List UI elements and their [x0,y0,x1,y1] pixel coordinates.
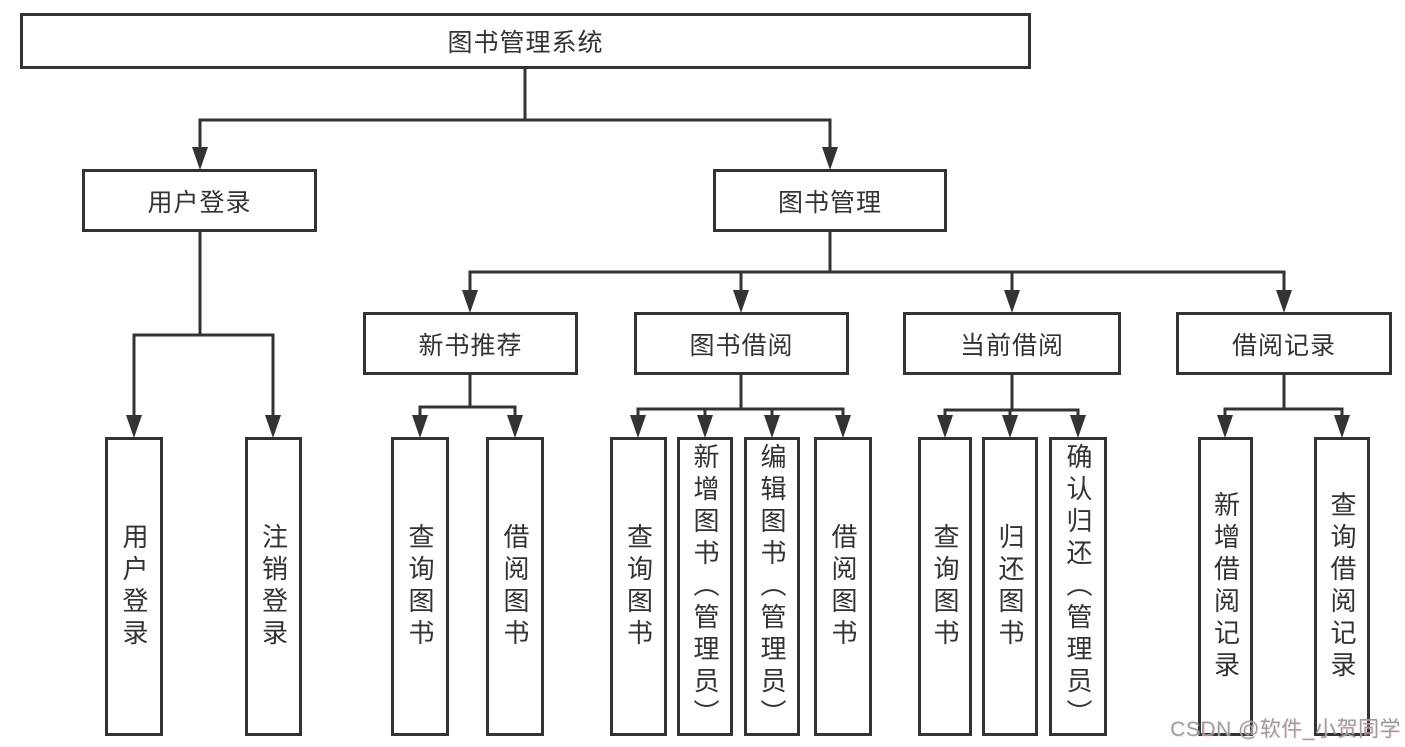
node-user-login: 用户登录 [82,169,317,232]
leaf-return-books: 归还图书 [982,437,1038,736]
leaf-user-login: 用户登录 [105,437,163,736]
leaf-query-books-borrowing: 查询图书 [610,437,667,736]
leaf-query-books-current: 查询图书 [918,437,972,736]
leaf-edit-books-admin: 编辑图书（管理员） [744,437,800,736]
leaf-query-borrow-record: 查询借阅记录 [1314,437,1370,736]
node-new-book-recommend: 新书推荐 [363,312,578,375]
watermark-text: CSDN @软件_小贺同学 [1170,718,1401,741]
leaf-add-books-admin: 新增图书（管理员） [677,437,733,736]
leaf-confirm-return-admin: 确认归还（管理员） [1049,437,1107,736]
leaf-borrow-books-borrowing: 借阅图书 [814,437,872,736]
node-borrowing-records: 借阅记录 [1176,312,1392,375]
leaf-borrow-books-newbook: 借阅图书 [486,437,544,736]
node-library-system: 图书管理系统 [20,13,1031,69]
leaf-query-books-newbook: 查询图书 [391,437,449,736]
node-book-management: 图书管理 [713,169,947,232]
node-current-borrowing: 当前借阅 [903,312,1121,375]
leaf-logout: 注销登录 [245,437,302,736]
node-book-borrowing: 图书借阅 [634,312,849,375]
leaf-add-borrow-record: 新增借阅记录 [1198,437,1253,736]
